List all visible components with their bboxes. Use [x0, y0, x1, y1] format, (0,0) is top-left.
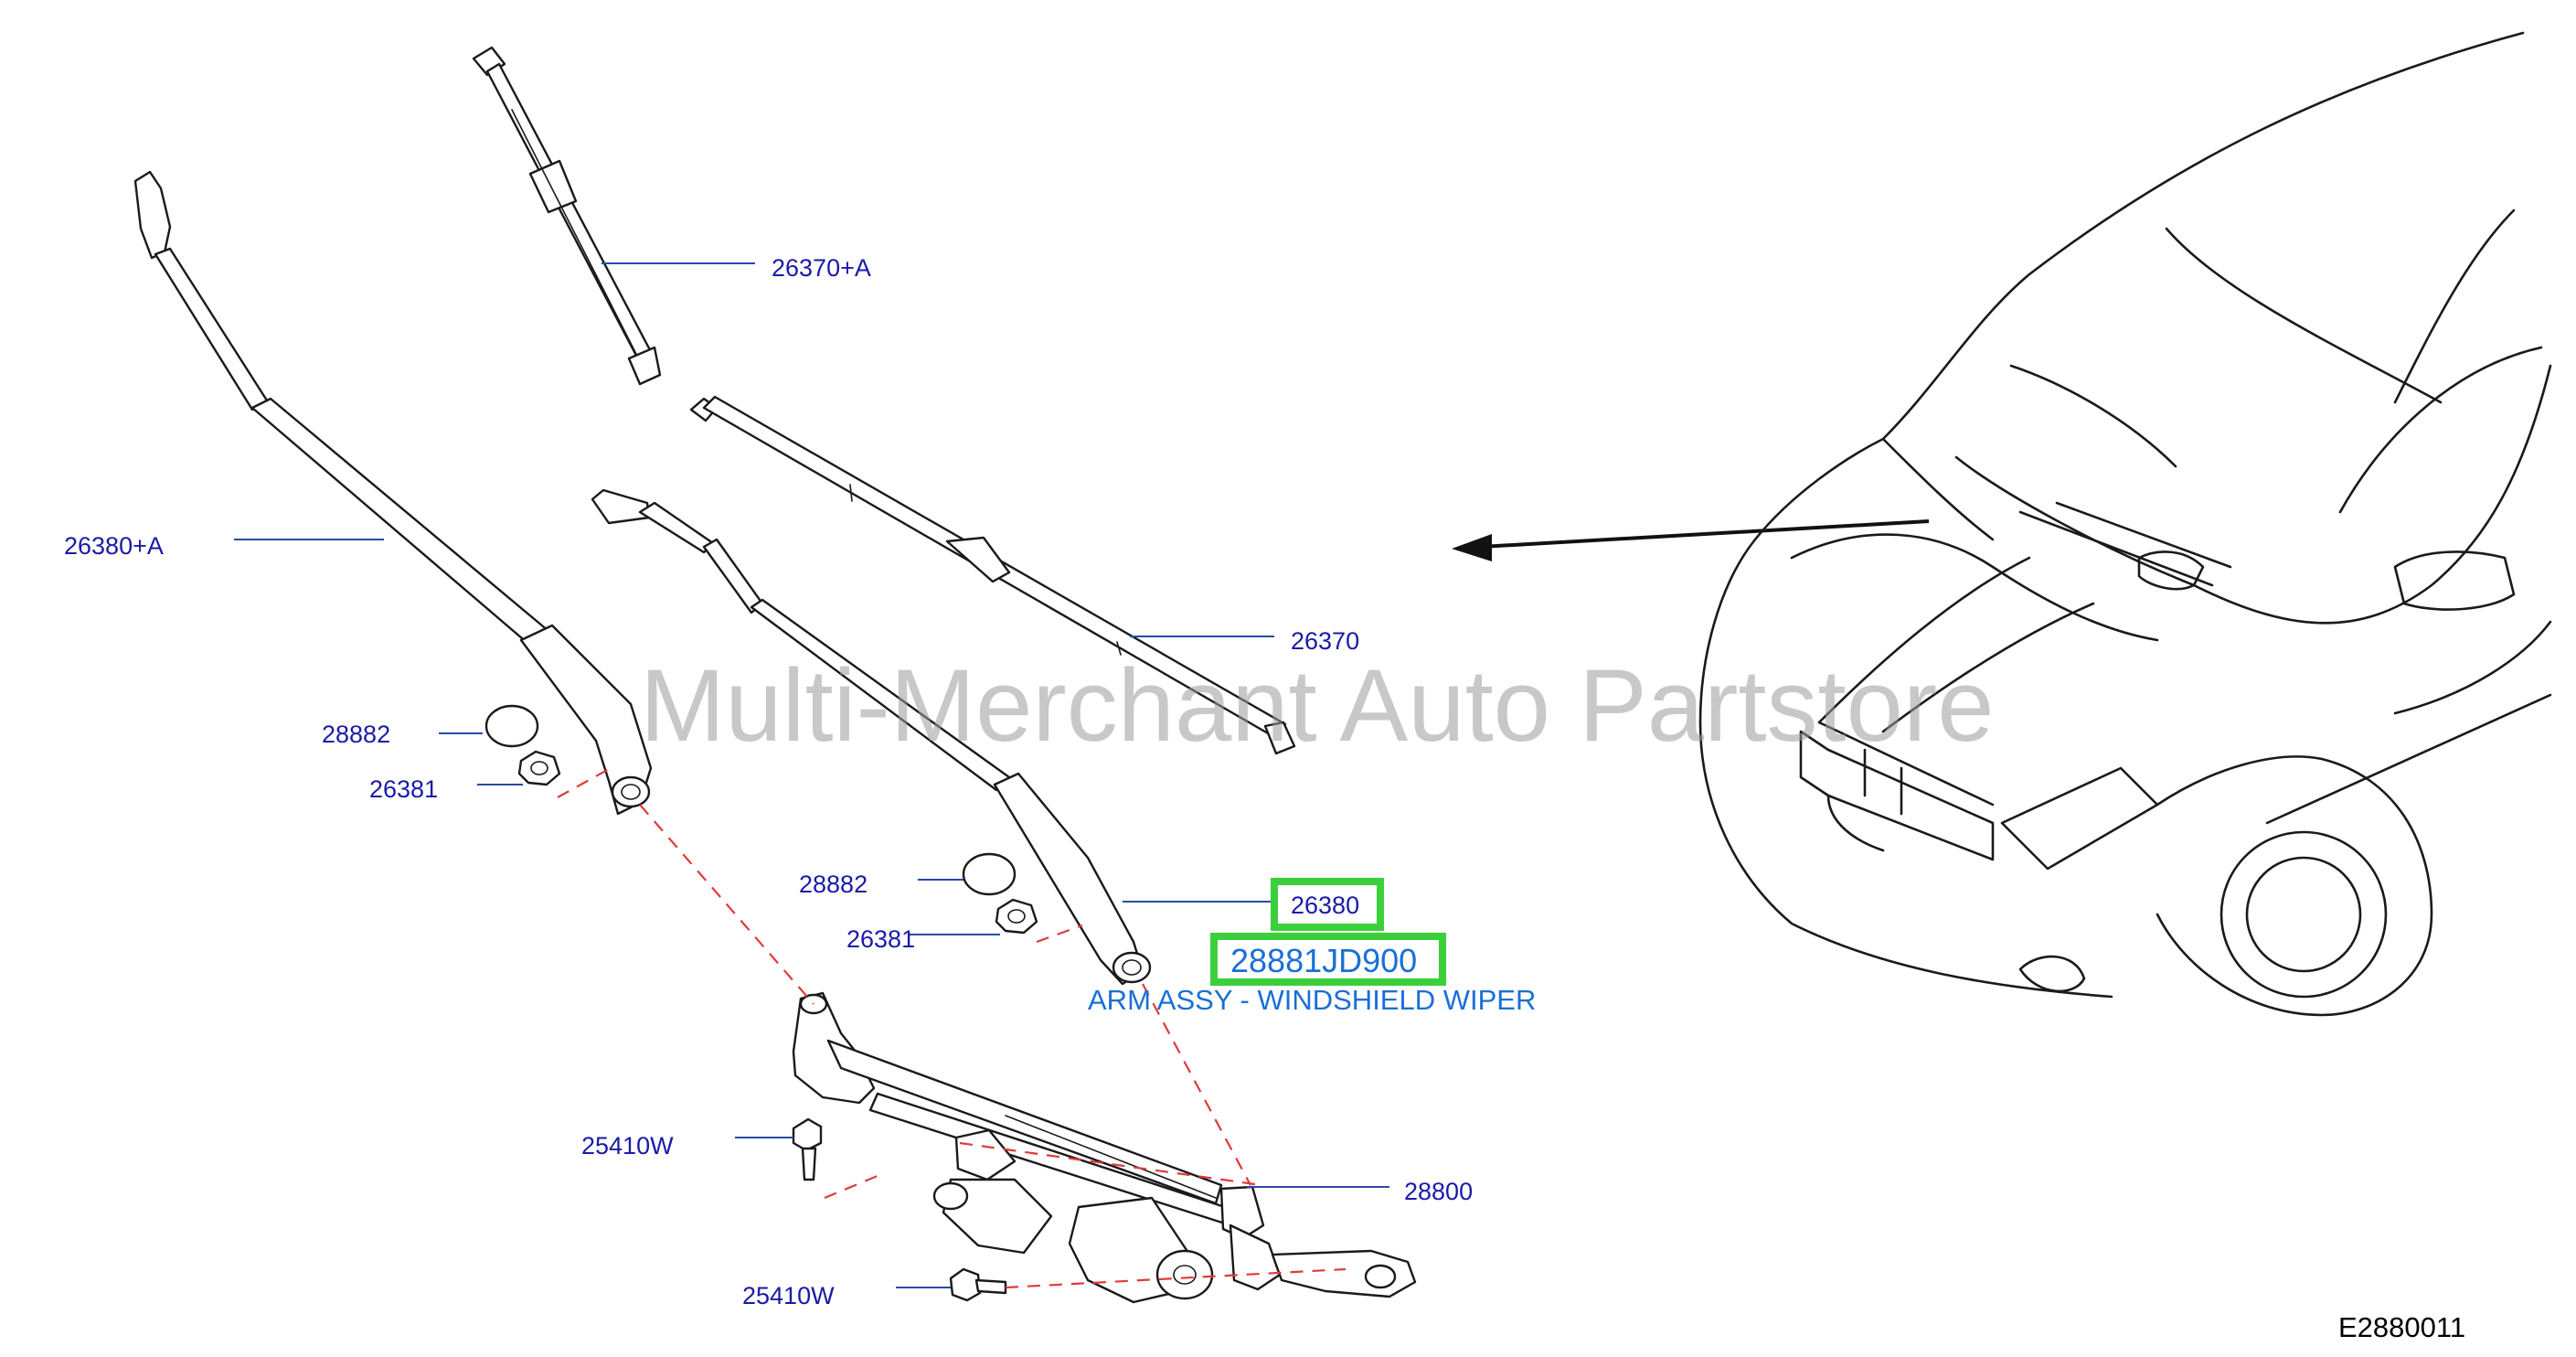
highlight-box-part-number — [1210, 933, 1446, 986]
leader-lines — [234, 262, 1389, 1288]
watermark-text: Multi-Merchant Auto Partstore — [640, 648, 1994, 763]
bolt-lower[interactable] — [949, 1267, 1007, 1302]
label-cap-right[interactable]: 28882 — [799, 871, 868, 898]
bolt-upper[interactable] — [792, 1117, 823, 1181]
highlight-description: ARM ASSY - WINDSHIELD WIPER — [1088, 984, 1536, 1016]
label-nut-right[interactable]: 26381 — [846, 925, 915, 953]
diagram-code: E2880011 — [2338, 1311, 2465, 1343]
wiper-arm-right[interactable] — [591, 488, 1152, 986]
nut-right[interactable] — [995, 898, 1038, 935]
cap-right[interactable] — [962, 852, 1017, 896]
vehicle-illustration — [1698, 31, 2552, 1017]
label-nut-left[interactable]: 26381 — [369, 775, 438, 803]
label-blade-lower[interactable]: 26370 — [1291, 627, 1359, 655]
wiper-blade-upper[interactable] — [472, 46, 662, 386]
wiper-linkage-motor[interactable] — [792, 991, 1417, 1304]
label-bolt-upper[interactable]: 25410W — [581, 1132, 674, 1159]
highlight-part-number[interactable]: 28881JD900 — [1230, 942, 1417, 979]
highlight-box-arm — [1271, 878, 1384, 931]
label-linkage[interactable]: 28800 — [1404, 1178, 1473, 1205]
label-bolt-lower[interactable]: 25410W — [742, 1282, 835, 1309]
label-cap-left[interactable]: 28882 — [322, 721, 390, 748]
label-arm-left[interactable]: 26380+A — [64, 532, 164, 560]
location-arrow — [1452, 519, 1930, 561]
assembly-dashed-lines — [557, 767, 1347, 1289]
nut-left[interactable] — [517, 750, 561, 786]
cap-left[interactable] — [484, 704, 539, 748]
label-arm-right[interactable]: 26380 — [1291, 892, 1359, 919]
wiper-arm-left[interactable] — [133, 170, 653, 816]
label-blade-upper[interactable]: 26370+A — [772, 254, 871, 282]
wiper-blade-lower[interactable] — [689, 395, 1296, 755]
